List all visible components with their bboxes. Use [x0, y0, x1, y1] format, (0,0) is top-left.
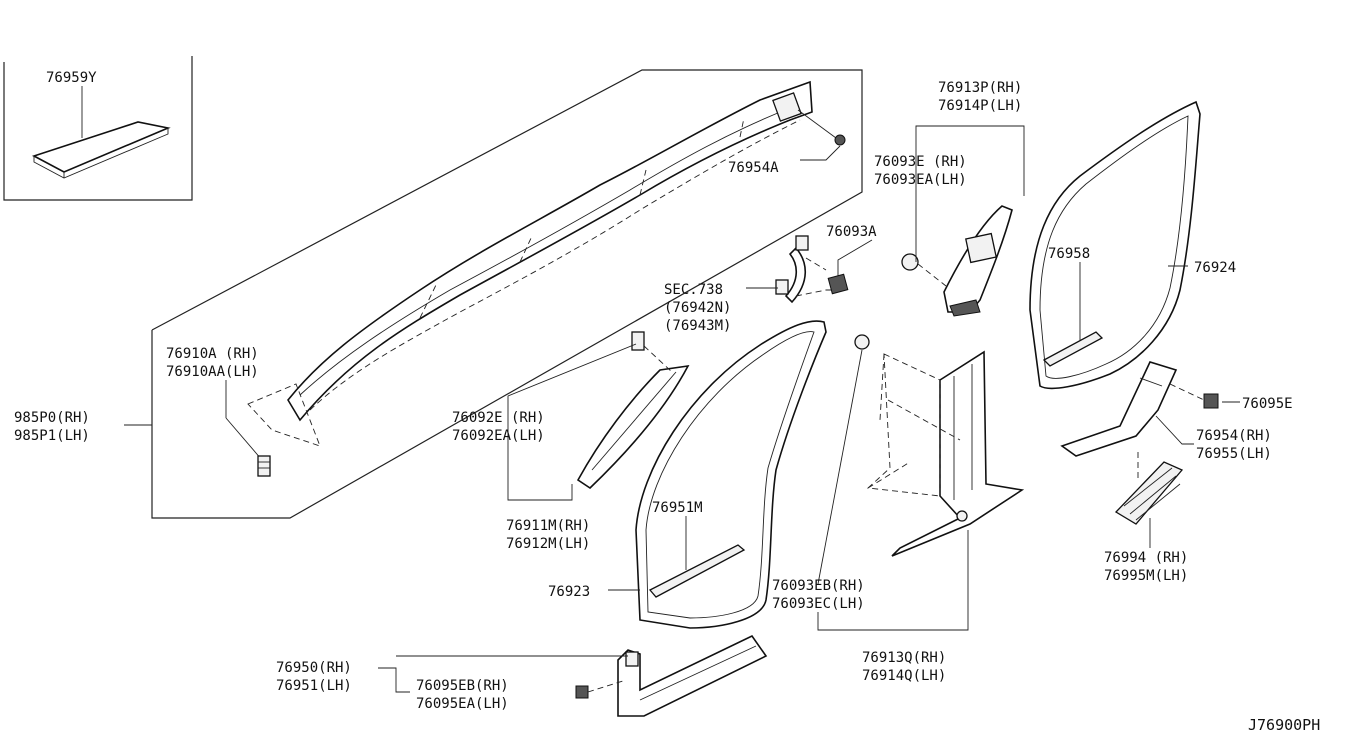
- label-76093EC[interactable]: 76093EC(LH): [772, 596, 865, 612]
- label-76954[interactable]: 76954(RH): [1196, 428, 1272, 444]
- label-76914Q[interactable]: 76914Q(LH): [862, 668, 946, 684]
- front-kicking-plate-group: 76950(RH) 76951(LH) 76095EB(RH) 76095EA(…: [276, 634, 768, 717]
- rear-kicking-plate[interactable]: [1060, 361, 1178, 457]
- label-76950[interactable]: 76950(RH): [276, 660, 352, 676]
- label-76910AA[interactable]: 76910AA(LH): [166, 364, 259, 380]
- label-76913Q[interactable]: 76913Q(RH): [862, 650, 946, 666]
- label-76092E[interactable]: 76092E (RH): [452, 410, 545, 426]
- seatbelt-adjuster[interactable]: [965, 232, 997, 264]
- rear-door-weatherstrip[interactable]: [1029, 100, 1201, 390]
- front-weatherstrip-group: 76951M 76923: [548, 320, 827, 629]
- label-76910A[interactable]: 76910A (RH): [166, 346, 259, 362]
- label-76943M[interactable]: (76943M): [664, 318, 731, 334]
- label-76924[interactable]: 76924: [1194, 260, 1236, 276]
- rear-kicking-plate-group: 76095E 76954(RH) 76955(LH) 76994 (RH) 76…: [1060, 361, 1293, 584]
- clip-76092E[interactable]: [631, 331, 645, 351]
- label-76913P[interactable]: 76913P(RH): [938, 80, 1022, 96]
- b-pillar-lower-group: 76093EB(RH) 76093EC(LH) 76913Q(RH) 76914…: [772, 334, 1025, 684]
- label-76914P[interactable]: 76914P(LH): [938, 98, 1022, 114]
- label-76911M[interactable]: 76911M(RH): [506, 518, 590, 534]
- label-76093EA[interactable]: 76093EA(LH): [874, 172, 967, 188]
- inset-76959Y: 76959Y: [3, 56, 193, 201]
- diagram-id: J76900PH: [1248, 716, 1320, 734]
- label-sec738[interactable]: SEC.738: [664, 282, 723, 298]
- bolt-76093A[interactable]: [827, 273, 849, 295]
- b-pillar-lower-garnish[interactable]: [891, 350, 1025, 557]
- clip-76093E[interactable]: [901, 253, 919, 271]
- clip-76095EB[interactable]: [575, 685, 589, 699]
- roof-rail-group: 76954A 76910A (RH) 76910AA(LH): [151, 69, 863, 519]
- label-76912M[interactable]: 76912M(LH): [506, 536, 590, 552]
- label-76923[interactable]: 76923: [548, 584, 590, 600]
- clip-76095E[interactable]: [1203, 393, 1219, 409]
- finisher-76994[interactable]: [1114, 461, 1184, 525]
- label-76942N[interactable]: (76942N): [664, 300, 731, 316]
- a-pillar-group: 76092E (RH) 76092EA(LH) 76911M(RH) 76912…: [452, 331, 690, 552]
- rail-clip[interactable]: [772, 92, 802, 122]
- label-76955[interactable]: 76955(LH): [1196, 446, 1272, 462]
- label-76095EA[interactable]: 76095EA(LH): [416, 696, 509, 712]
- label-76092EA[interactable]: 76092EA(LH): [452, 428, 545, 444]
- label-76093A[interactable]: 76093A: [826, 224, 877, 240]
- label-985P1[interactable]: 985P1(LH): [14, 428, 90, 444]
- label-76095E[interactable]: 76095E: [1242, 396, 1293, 412]
- label-76959Y[interactable]: 76959Y: [46, 70, 97, 86]
- clip-76093EB[interactable]: [854, 334, 870, 350]
- label-76093E[interactable]: 76093E (RH): [874, 154, 967, 170]
- label-76994[interactable]: 76994 (RH): [1104, 550, 1188, 566]
- sec738-group: 76093A SEC.738 (76942N) (76943M): [664, 224, 877, 334]
- label-76951M[interactable]: 76951M: [652, 500, 703, 516]
- screw-76910A[interactable]: [257, 455, 271, 477]
- roof-rail-trim[interactable]: [287, 80, 813, 422]
- label-76951[interactable]: 76951(LH): [276, 678, 352, 694]
- label-76093EB[interactable]: 76093EB(RH): [772, 578, 865, 594]
- label-76095EB[interactable]: 76095EB(RH): [416, 678, 509, 694]
- kick-plate-76958[interactable]: [1042, 331, 1104, 367]
- label-76954A[interactable]: 76954A: [728, 160, 779, 176]
- front-door-weatherstrip[interactable]: [635, 320, 827, 629]
- rear-weatherstrip-group: 76958 76924: [1029, 100, 1236, 390]
- foam-pad-76959Y[interactable]: [31, 121, 171, 173]
- b-pillar-upper-group: 76913P(RH) 76914P(LH) 76093E (RH) 76093E…: [874, 80, 1025, 317]
- label-985P0[interactable]: 985P0(RH): [14, 410, 90, 426]
- grip-bracket[interactable]: [784, 246, 806, 304]
- label-76958[interactable]: 76958: [1048, 246, 1090, 262]
- kick-plate-76951M[interactable]: [648, 544, 746, 598]
- clip-76954A[interactable]: [834, 134, 846, 146]
- label-76995M[interactable]: 76995M(LH): [1104, 568, 1188, 584]
- a-pillar-garnish[interactable]: [576, 364, 690, 490]
